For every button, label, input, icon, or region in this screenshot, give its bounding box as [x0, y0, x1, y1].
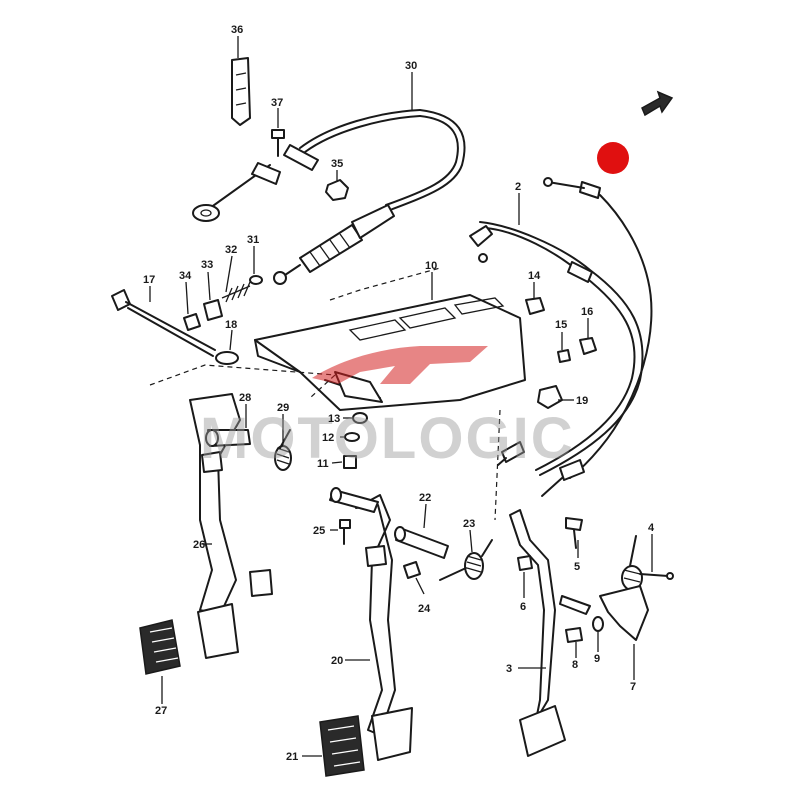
bolt-17 [111, 289, 216, 357]
callout-23: 23 [463, 518, 475, 530]
bolt-13 [352, 412, 368, 424]
accelerator-cable-2 [469, 177, 653, 497]
leader-lines [149, 36, 653, 757]
washer-31 [249, 275, 263, 285]
pin-28 [205, 429, 251, 447]
callout-10: 10 [425, 260, 437, 272]
shaft-brake [329, 487, 379, 513]
callout-18: 18 [225, 319, 237, 331]
bolt-8 [565, 627, 583, 643]
callout-35: 35 [331, 158, 343, 170]
pin-22 [394, 526, 449, 559]
washer-9 [592, 616, 604, 632]
callout-20: 20 [331, 655, 343, 667]
clutch-cable-30 [192, 109, 466, 285]
bracket-36 [231, 57, 251, 126]
callout-8: 8 [572, 659, 578, 671]
callout-31: 31 [247, 234, 259, 246]
callout-28: 28 [239, 392, 251, 404]
motologic-logo [312, 346, 488, 384]
spring-32 [221, 281, 251, 303]
bolt-25 [339, 519, 351, 545]
spring-4 [621, 535, 674, 591]
callout-33: 33 [201, 259, 213, 271]
callout-15: 15 [555, 319, 567, 331]
red-marker-dot[interactable] [597, 142, 629, 174]
callout-37: 37 [271, 97, 283, 109]
callout-14: 14 [528, 270, 541, 282]
brake-pedal-20 [355, 494, 413, 761]
nut-16 [579, 337, 597, 355]
nut-19 [537, 385, 563, 409]
front-arrow-icon [641, 90, 674, 117]
bushing-33 [203, 299, 223, 321]
bushing-6 [517, 555, 533, 571]
callout-30: 30 [405, 60, 417, 72]
callout-16: 16 [581, 306, 593, 318]
bracket-7 [599, 585, 649, 641]
callout-29: 29 [277, 402, 289, 414]
callout-13: 13 [328, 413, 340, 425]
watermark-text: MOTOLOGIC [200, 406, 575, 471]
callout-17: 17 [143, 274, 155, 286]
callout-3: 3 [506, 663, 512, 675]
bolt-11 [343, 455, 357, 469]
callout-11: 11 [317, 458, 329, 470]
nut-15 [557, 349, 571, 363]
stopper-24 [403, 561, 421, 579]
callout-26: 26 [193, 539, 205, 551]
callout-34: 34 [179, 270, 192, 282]
bolt-37 [271, 129, 285, 157]
washer-18 [215, 351, 239, 365]
pedal-pad-27 [139, 619, 181, 675]
bolt-5 [565, 517, 583, 549]
callout-6: 6 [520, 601, 526, 613]
callout-7: 7 [630, 681, 636, 693]
callout-36: 36 [231, 24, 243, 36]
callout-32: 32 [225, 244, 237, 256]
callout-2: 2 [515, 181, 521, 193]
nut-35 [325, 179, 349, 201]
callout-labels: 36 37 30 35 2 31 32 33 34 17 18 10 14 16… [143, 24, 655, 763]
callout-27: 27 [155, 705, 167, 717]
spring-23 [439, 539, 493, 581]
callout-4: 4 [648, 522, 655, 534]
callout-24: 24 [418, 603, 431, 615]
clutch-pedal-26 [189, 393, 273, 659]
callout-25: 25 [313, 525, 325, 537]
callout-9: 9 [594, 653, 600, 665]
callout-19: 19 [576, 395, 588, 407]
callout-5: 5 [574, 561, 580, 573]
callout-12: 12 [322, 432, 334, 444]
callout-21: 21 [286, 751, 298, 763]
callout-22: 22 [419, 492, 431, 504]
pedal-pad-21 [319, 715, 365, 777]
grommet-14 [525, 297, 545, 315]
nut-34 [183, 313, 201, 331]
